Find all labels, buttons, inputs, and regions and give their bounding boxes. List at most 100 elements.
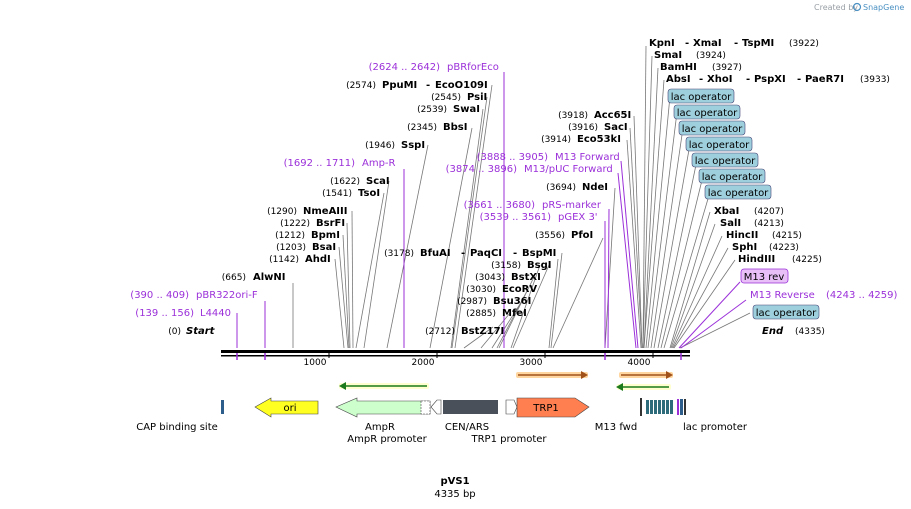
svg-text:(4335): (4335) [795, 327, 825, 337]
site-scai: ScaI [366, 176, 390, 187]
primer-leader-lines [236, 72, 747, 349]
site-ahdi: AhdI [305, 254, 331, 265]
svg-text:-: - [426, 80, 430, 91]
site-labels-left: (0) Start (139 .. 156) L4440 (390 .. 409… [130, 62, 499, 337]
svg-text:-: - [797, 74, 801, 85]
site-bsgi: BsgI [527, 260, 551, 271]
trp1-promoter-mark [505, 399, 518, 415]
svg-text:(3927): (3927) [712, 63, 742, 73]
site-bstxi: BstXI [511, 272, 541, 283]
site-labels-right: XbaI (4207) SalI (4213) HincII (4215) Sp… [714, 206, 898, 337]
lac-operator-label-2: lac operator [677, 108, 738, 119]
primer-m13-puc-forward: M13/pUC Forward [524, 164, 613, 175]
primer-amp-r: Amp-R [362, 158, 396, 169]
svg-text:(3888 .. 3905): (3888 .. 3905) [477, 152, 549, 163]
svg-text:(4223): (4223) [769, 243, 799, 253]
lac-promoter-label: lac promoter [683, 422, 748, 433]
site-bstz17i: BstZ17I [461, 326, 504, 337]
svg-text:-: - [734, 38, 738, 49]
lac-operator-label-5: lac operator [695, 156, 756, 167]
ori-arrow [254, 397, 319, 418]
snapgene-logo-icon [852, 2, 862, 12]
svg-text:(1203): (1203) [276, 243, 306, 253]
site-kpni: KpnI [649, 38, 675, 49]
svg-text:(4207): (4207) [754, 207, 784, 217]
svg-text:(4243 .. 4259): (4243 .. 4259) [826, 290, 898, 301]
site-start: Start [186, 326, 216, 337]
plasmid-name: pVS1 [440, 476, 469, 487]
svg-text:(3030): (3030) [466, 285, 496, 295]
svg-text:(3914): (3914) [541, 135, 571, 145]
svg-text:(3556): (3556) [535, 231, 565, 241]
svg-text:(2624 .. 2642): (2624 .. 2642) [369, 62, 441, 73]
site-labels-mid: (2712) BstZ17I (2885) MfeI (2987) Bsu36I… [384, 110, 631, 337]
svg-text:(1541): (1541) [322, 189, 352, 199]
site-end: End [762, 326, 784, 337]
svg-text:-: - [461, 248, 465, 259]
site-bsrfi: BsrFI [316, 218, 345, 229]
site-bsai: BsaI [312, 242, 336, 253]
site-paqci: PaqCI [470, 248, 502, 259]
m13-rev-label: M13 rev [744, 272, 785, 283]
lac-operator-boxes: lac operator lac operator lac operator l… [667, 88, 772, 200]
svg-text:(2885): (2885) [466, 309, 496, 319]
site-swai: SwaI [453, 104, 480, 115]
svg-text:(3043): (3043) [475, 273, 505, 283]
svg-text:(4225): (4225) [792, 255, 822, 265]
ampr-promoter-mark [420, 400, 431, 415]
backbone [221, 350, 690, 360]
lac-operator-label-7: lac operator [708, 188, 769, 199]
site-bsu36i: Bsu36I [493, 296, 531, 307]
site-ppumi: PpuMI [382, 80, 417, 91]
site-sspi: SspI [401, 140, 425, 151]
ampr-label: AmpR [365, 422, 395, 433]
svg-text:-: - [685, 38, 689, 49]
cap-binding-site-label: CAP binding site [136, 422, 218, 433]
lac-operator-box-8 [752, 304, 820, 320]
ampr-promoter-label: AmpR promoter [347, 434, 427, 445]
svg-text:(139 .. 156): (139 .. 156) [135, 308, 194, 319]
svg-text:-: - [699, 74, 703, 85]
credit-prefix: Created by [814, 3, 858, 12]
site-paer7i: PaeR7I [805, 74, 844, 85]
primer-pbrforeco: pBRforEco [447, 62, 499, 73]
svg-text:(390 .. 409): (390 .. 409) [130, 290, 189, 301]
svg-text:(665): (665) [222, 273, 246, 283]
tick-4000: 4000 [628, 358, 651, 368]
credit-brand: SnapGene [863, 3, 904, 12]
svg-text:(3924): (3924) [696, 51, 726, 61]
site-hincii: HincII [726, 230, 758, 241]
primer-m13-forward: M13 Forward [555, 152, 620, 163]
site-pspxi: PspXI [754, 74, 786, 85]
primer-prs-marker: pRS-marker [542, 200, 602, 211]
site-tspmi: TspMI [742, 38, 774, 49]
primer-pgex-3: pGEX 3' [558, 212, 598, 223]
site-nmeaiii: NmeAIII [303, 206, 347, 217]
svg-text:(2545): (2545) [431, 93, 461, 103]
svg-text:(3661 .. 3680): (3661 .. 3680) [464, 200, 536, 211]
svg-text:-: - [746, 74, 750, 85]
svg-text:(2539): (2539) [417, 105, 447, 115]
site-saci: SacI [604, 122, 628, 133]
svg-text:(1692 .. 1711): (1692 .. 1711) [284, 158, 356, 169]
svg-text:(3178): (3178) [384, 249, 414, 259]
trp1-arrow [516, 397, 590, 418]
svg-text:(4213): (4213) [754, 219, 784, 229]
trp1-promoter-label: TRP1 promoter [470, 434, 547, 445]
svg-text:(0): (0) [168, 327, 181, 337]
site-hindiii: HindIII [738, 254, 775, 265]
svg-text:(3158): (3158) [491, 261, 521, 271]
site-leader-lines [292, 45, 751, 349]
tick-1000: 1000 [304, 358, 327, 368]
m13-rev-box [740, 268, 789, 284]
feature-track: ori TRP1 [221, 397, 686, 418]
svg-text:(2345): (2345) [407, 123, 437, 133]
site-ecorv: EcoRV [502, 284, 537, 295]
svg-text:(1212): (1212) [275, 231, 305, 241]
tick-3000: 3000 [520, 358, 543, 368]
svg-text:(2574): (2574) [346, 81, 376, 91]
site-smai: SmaI [654, 50, 682, 61]
site-ecoo109i: EcoO109I [435, 80, 488, 91]
svg-text:(3694): (3694) [546, 183, 576, 193]
